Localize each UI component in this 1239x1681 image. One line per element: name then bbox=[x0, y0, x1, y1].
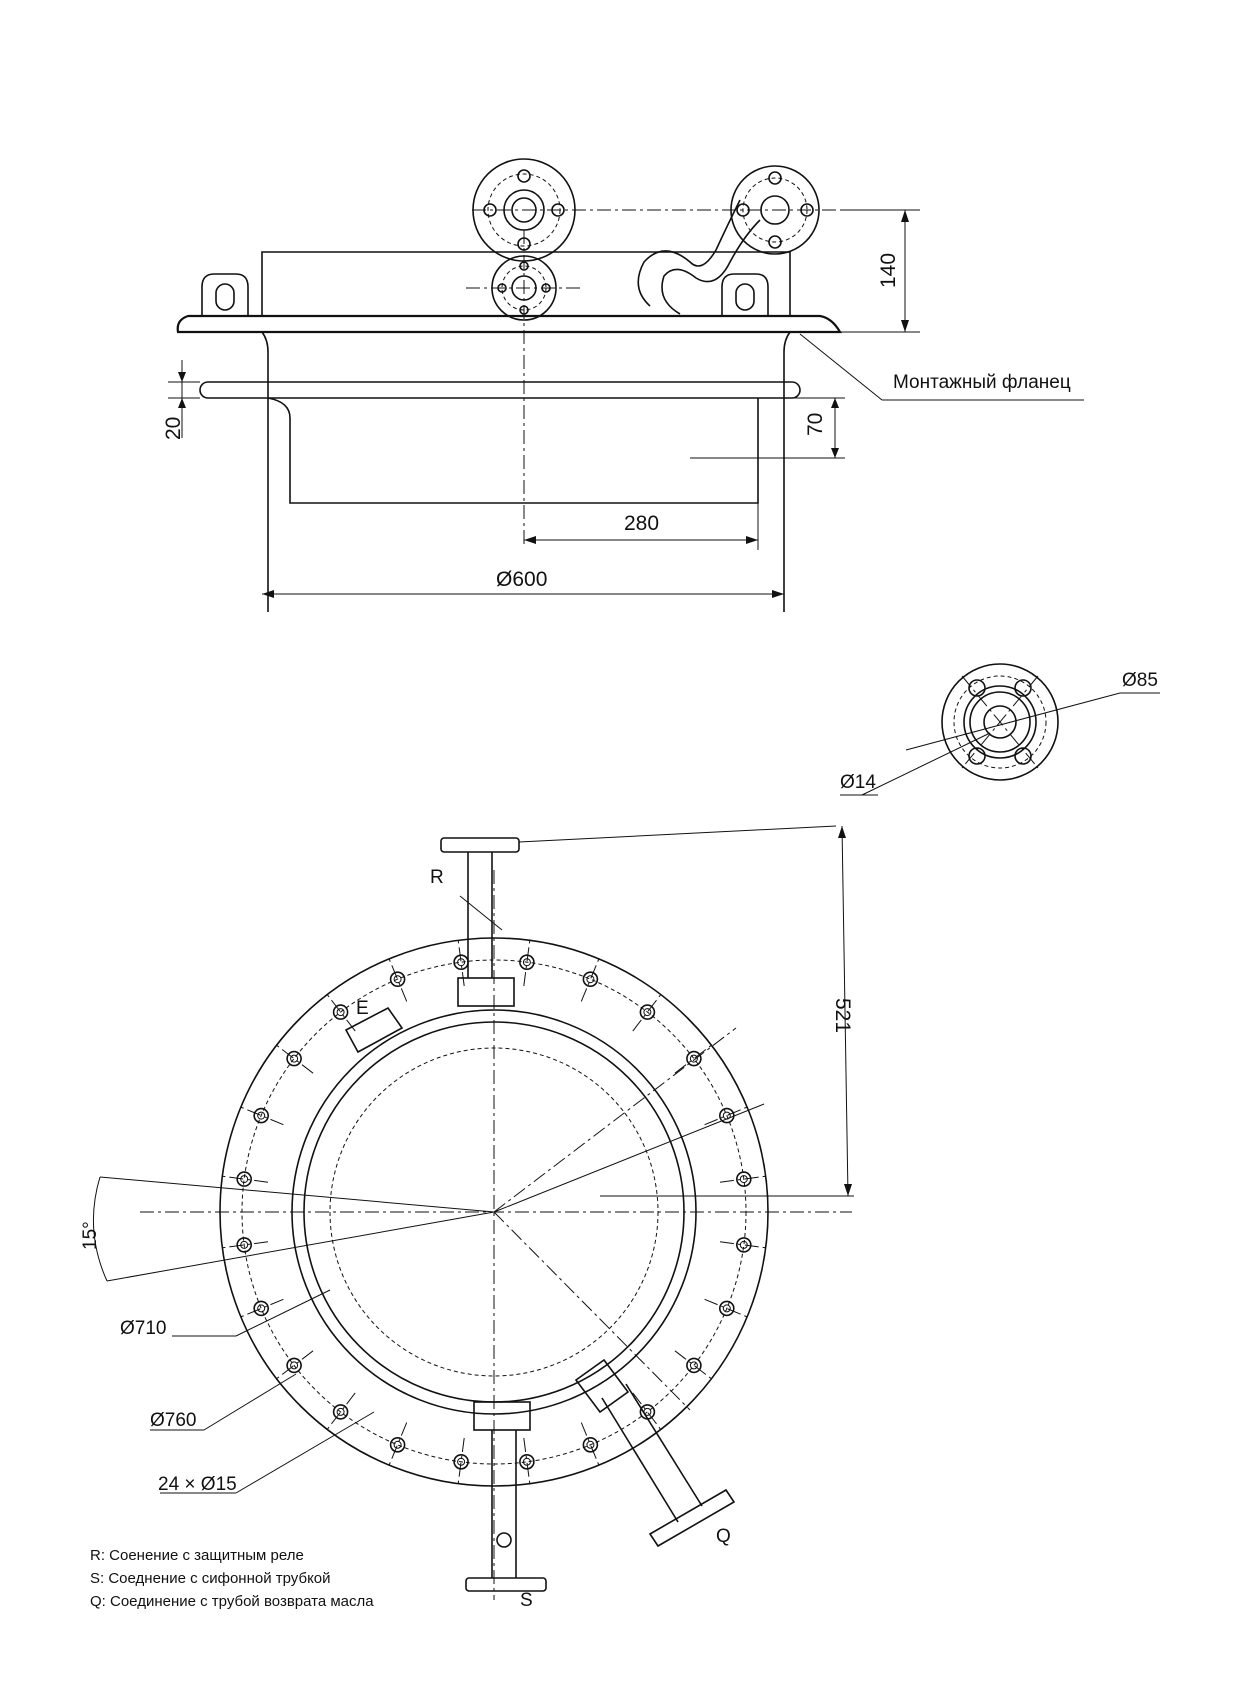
mounting-plate bbox=[176, 314, 842, 334]
bolt-hole bbox=[236, 1171, 252, 1187]
housing-box bbox=[261, 251, 791, 316]
bolt-hole-centerline bbox=[523, 1437, 531, 1488]
pipe-S: S bbox=[465, 1401, 547, 1611]
bolt-hole-centerline bbox=[273, 1350, 314, 1382]
bolt-hole-centerline bbox=[324, 991, 356, 1032]
lifting-lug-right bbox=[721, 273, 769, 316]
bolt-hole-centerline bbox=[632, 991, 664, 1032]
bolt-hole-centerline bbox=[273, 1042, 314, 1074]
label-Q: Q bbox=[716, 1526, 731, 1547]
bolt-hole-inner bbox=[336, 1407, 345, 1416]
dim-15-deg: 15° bbox=[80, 1221, 101, 1250]
bolt-hole bbox=[253, 1300, 270, 1317]
bolt-hole-inner bbox=[393, 975, 402, 984]
bolt-hole-inner bbox=[290, 1361, 299, 1370]
bolt-hole-centerline bbox=[719, 1241, 770, 1249]
lower-flange-ring bbox=[199, 381, 801, 399]
bolt-hole-centerline bbox=[218, 1175, 269, 1183]
pipe-E: E bbox=[344, 998, 404, 1054]
pipe-flange-top bbox=[466, 158, 916, 321]
bolt-hole bbox=[389, 971, 406, 988]
bolt-hole bbox=[735, 1171, 752, 1187]
dim-70: 70 bbox=[804, 413, 827, 436]
bolt-hole bbox=[686, 1357, 702, 1374]
bolt-hole bbox=[389, 1437, 406, 1453]
legend-R: R: Соенение с защитным реле bbox=[90, 1547, 304, 1564]
bolt-hole bbox=[718, 1300, 735, 1317]
bolt-hole bbox=[686, 1050, 702, 1067]
bolt-hole-centerline bbox=[324, 1392, 356, 1433]
bolt-hole bbox=[639, 1004, 656, 1020]
bolt-hole-inner bbox=[257, 1304, 266, 1313]
bolt-hole bbox=[735, 1237, 752, 1253]
label-R: R bbox=[430, 867, 444, 888]
bolt-hole-centerline bbox=[580, 955, 601, 1002]
bolt-hole bbox=[519, 954, 535, 971]
bolt-hole-inner bbox=[393, 1440, 402, 1449]
pipe-bend-right bbox=[637, 165, 820, 315]
bolt-hole-inner bbox=[586, 975, 595, 984]
dim-521: 521 bbox=[831, 998, 854, 1033]
bolt-hole bbox=[286, 1357, 302, 1374]
bolt-hole-centerline bbox=[457, 1437, 465, 1488]
pipe-Q: Q bbox=[574, 1358, 736, 1548]
legend: R: Соенение с защитным реле S: Соеднение… bbox=[90, 1547, 374, 1610]
bolt-hole-centerline bbox=[632, 1392, 664, 1433]
bolt-hole-inner bbox=[643, 1008, 652, 1017]
bolt-hole bbox=[453, 1454, 469, 1470]
lifting-lug-left bbox=[201, 273, 249, 316]
bolt-hole-centerline bbox=[523, 936, 531, 987]
bolt-hole bbox=[453, 954, 469, 971]
bolt-hole-centerline bbox=[580, 1422, 601, 1469]
dim-14: Ø14 bbox=[840, 772, 876, 793]
bolt-hole bbox=[332, 1004, 349, 1020]
legend-Q: Q: Соединение с трубой возврата масла bbox=[90, 1593, 374, 1610]
dim-280: 280 bbox=[624, 512, 659, 535]
bolt-hole-centerline bbox=[387, 955, 408, 1002]
dim-710: Ø710 bbox=[120, 1318, 166, 1339]
bolt-hole bbox=[582, 1437, 599, 1453]
bolt-hole-centerline bbox=[674, 1350, 715, 1382]
bolt-hole-centerline bbox=[237, 1298, 284, 1319]
top-view: R E S Q 521 15° bbox=[80, 825, 854, 1611]
bolt-hole-centerline bbox=[719, 1175, 770, 1183]
bolt-hole-centerline bbox=[387, 1422, 408, 1469]
bolt-hole-inner bbox=[722, 1304, 731, 1313]
pipe-flange-detail: Ø85 Ø14 bbox=[840, 663, 1160, 796]
bolt-hole-centerline bbox=[674, 1042, 715, 1074]
bolt-hole-inner bbox=[689, 1361, 698, 1370]
dim-24x15: 24 × Ø15 bbox=[158, 1474, 237, 1495]
label-E: E bbox=[356, 998, 369, 1019]
inner-pot bbox=[267, 397, 759, 504]
bolt-holes bbox=[218, 936, 770, 1488]
bolt-hole bbox=[236, 1237, 252, 1253]
dim-140: 140 bbox=[877, 253, 900, 288]
bolt-hole bbox=[582, 971, 599, 988]
bolt-hole-centerline bbox=[218, 1241, 269, 1249]
bolt-hole-centerline bbox=[237, 1105, 284, 1126]
bolt-hole bbox=[286, 1050, 302, 1067]
dim-85: Ø85 bbox=[1122, 670, 1158, 691]
bolt-hole-inner bbox=[586, 1440, 595, 1449]
bolt-hole bbox=[332, 1404, 349, 1420]
bolt-hole bbox=[519, 1454, 535, 1470]
bolt-hole-inner bbox=[290, 1054, 299, 1063]
bolt-hole bbox=[253, 1107, 270, 1124]
bolt-hole-inner bbox=[689, 1054, 698, 1063]
bolt-hole-inner bbox=[257, 1111, 266, 1120]
dim-20: 20 bbox=[162, 417, 185, 440]
dim-600: Ø600 bbox=[496, 568, 547, 591]
outer-wall bbox=[261, 331, 791, 612]
callout-mounting-flange: Монтажный фланец bbox=[893, 372, 1071, 393]
legend-S: S: Соеднение с сифонной трубкой bbox=[90, 1570, 331, 1587]
label-S: S bbox=[520, 1590, 533, 1611]
pipe-R: R bbox=[430, 837, 520, 1007]
bolt-hole-centerline bbox=[704, 1298, 751, 1319]
bolt-hole-inner bbox=[336, 1008, 345, 1017]
side-view: 140 20 70 280 Ø600 Монтажный фланец bbox=[162, 158, 1084, 612]
bolt-hole-centerline bbox=[704, 1105, 751, 1126]
dim-760: Ø760 bbox=[150, 1410, 196, 1431]
